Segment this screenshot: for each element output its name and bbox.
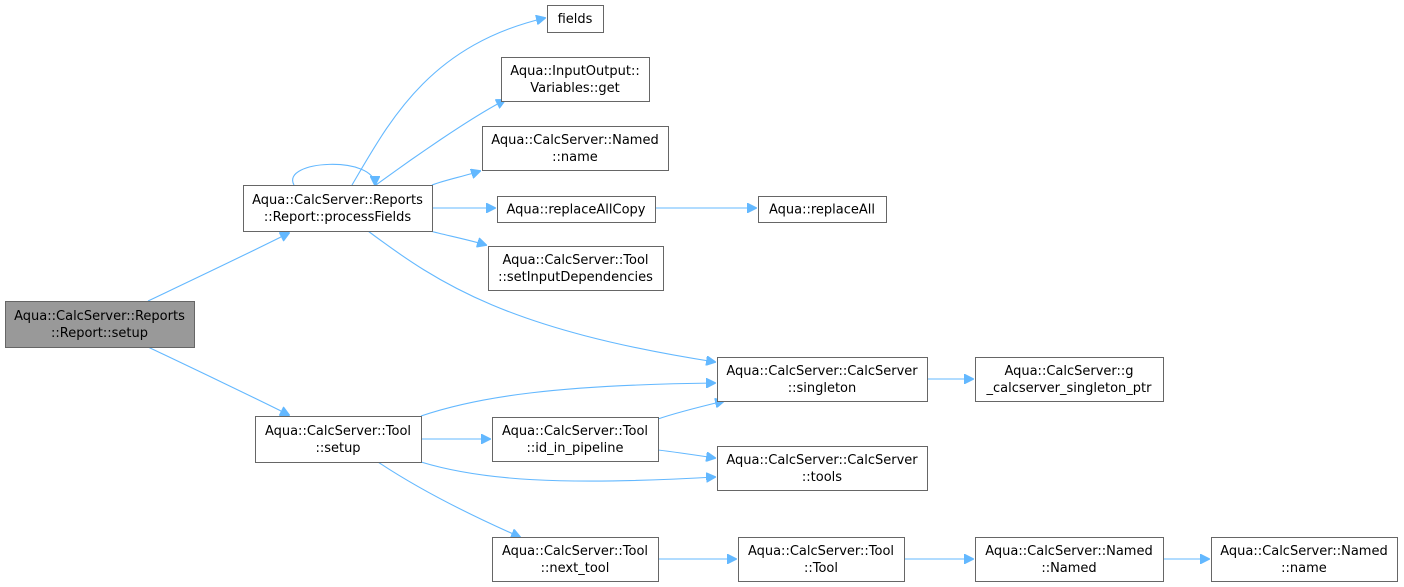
node-label-line: ::name xyxy=(1281,561,1327,576)
node-variables_get[interactable]: Aqua::InputOutput::Variables::get xyxy=(501,57,650,102)
node-label-line: Aqua::CalcServer::Named xyxy=(491,133,658,148)
node-label-line: Aqua::replaceAll xyxy=(769,203,875,218)
node-label-line: ::setInputDependencies xyxy=(498,270,653,285)
node-id_in_pipeline[interactable]: Aqua::CalcServer::Tool::id_in_pipeline xyxy=(492,417,659,462)
node-label-line: Aqua::CalcServer::Named xyxy=(985,544,1152,559)
node-box xyxy=(488,246,664,291)
node-label-line: Aqua::replaceAllCopy xyxy=(506,203,645,218)
node-label-line: ::Named xyxy=(1041,561,1096,576)
node-label-line: Aqua::CalcServer::Tool xyxy=(502,424,648,439)
node-box xyxy=(1211,537,1398,582)
node-label-line: Aqua::CalcServer::Named xyxy=(1220,544,1387,559)
node-label-line: Aqua::CalcServer::Tool xyxy=(502,544,648,559)
edge-processFields-to-processFields xyxy=(292,163,375,185)
node-label-line: Aqua::InputOutput:: xyxy=(510,64,639,79)
edges-layer xyxy=(147,18,1209,559)
edge-processFields-to-named_name1 xyxy=(431,171,480,186)
node-label-line: _calcserver_singleton_ptr xyxy=(986,381,1153,396)
node-box xyxy=(717,357,928,402)
node-setup_root[interactable]: Aqua::CalcServer::Reports::Report::setup xyxy=(5,301,195,348)
node-label-line: Aqua::CalcServer::Tool xyxy=(502,253,648,268)
edge-setup_root-to-tool_setup xyxy=(147,346,289,415)
edge-tool_setup-to-singleton xyxy=(420,383,715,417)
node-box xyxy=(975,357,1164,402)
node-label-line: Aqua::CalcServer::Reports xyxy=(252,193,423,208)
node-label-line: Aqua::CalcServer::g xyxy=(1004,364,1133,379)
node-label-line: Aqua::CalcServer::Reports xyxy=(14,309,185,324)
node-label-line: Aqua::CalcServer::CalcServer xyxy=(726,453,918,468)
node-box xyxy=(975,537,1164,582)
node-named_ctor[interactable]: Aqua::CalcServer::Named::Named xyxy=(975,537,1164,582)
node-processFields[interactable]: Aqua::CalcServer::Reports::Report::proce… xyxy=(243,185,433,232)
node-next_tool[interactable]: Aqua::CalcServer::Tool::next_tool xyxy=(492,537,659,582)
node-setInputDependencies[interactable]: Aqua::CalcServer::Tool::setInputDependen… xyxy=(488,246,664,291)
edge-processFields-to-setInputDependencies xyxy=(429,230,486,245)
node-box xyxy=(255,416,422,463)
node-named_name2[interactable]: Aqua::CalcServer::Named::name xyxy=(1211,537,1398,582)
node-label-line: ::tools xyxy=(802,470,842,485)
node-label-line: Aqua::CalcServer::Tool xyxy=(748,544,894,559)
edge-tool_setup-to-tools xyxy=(420,461,715,481)
node-label-line: ::name xyxy=(552,150,598,165)
node-replaceAll[interactable]: Aqua::replaceAll xyxy=(758,196,887,223)
node-label-line: ::Report::processFields xyxy=(264,210,412,225)
node-tool_setup[interactable]: Aqua::CalcServer::Tool::setup xyxy=(255,416,422,463)
node-named_name1[interactable]: Aqua::CalcServer::Named::name xyxy=(482,126,669,171)
node-box xyxy=(492,417,659,462)
node-box xyxy=(547,5,604,33)
node-label-line: fields xyxy=(558,12,593,27)
node-box xyxy=(501,57,650,102)
edge-processFields-to-singleton xyxy=(367,230,715,362)
nodes-layer: Aqua::CalcServer::Reports::Report::setup… xyxy=(5,5,1398,582)
node-box xyxy=(243,185,433,232)
node-box xyxy=(758,196,887,223)
node-tools[interactable]: Aqua::CalcServer::CalcServer::tools xyxy=(717,446,928,491)
node-replaceAllCopy[interactable]: Aqua::replaceAllCopy xyxy=(497,196,656,223)
edge-processFields-to-variables_get xyxy=(375,100,505,186)
node-fields[interactable]: fields xyxy=(547,5,604,33)
node-box xyxy=(738,537,905,582)
node-singleton[interactable]: Aqua::CalcServer::CalcServer::singleton xyxy=(717,357,928,402)
node-label-line: ::Tool xyxy=(804,561,838,576)
edge-setup_root-to-processFields xyxy=(147,233,289,302)
node-label-line: ::id_in_pipeline xyxy=(526,441,623,456)
node-label-line: ::Report::setup xyxy=(51,326,148,341)
node-tool_ctor[interactable]: Aqua::CalcServer::Tool::Tool xyxy=(738,537,905,582)
node-box xyxy=(717,446,928,491)
node-label-line: Aqua::CalcServer::Tool xyxy=(265,424,411,439)
node-box xyxy=(497,196,656,223)
node-label-line: Aqua::CalcServer::CalcServer xyxy=(726,364,918,379)
edge-id_in_pipeline-to-tools xyxy=(657,449,715,458)
node-g_ptr[interactable]: Aqua::CalcServer::g_calcserver_singleton… xyxy=(975,357,1164,402)
node-label-line: Variables::get xyxy=(530,81,620,96)
node-box xyxy=(5,301,195,348)
node-box xyxy=(492,537,659,582)
node-label-line: ::setup xyxy=(315,441,360,456)
node-label-line: ::next_tool xyxy=(541,561,610,576)
node-label-line: ::singleton xyxy=(788,381,857,396)
edge-tool_setup-to-next_tool xyxy=(377,461,520,537)
node-box xyxy=(482,126,669,171)
edge-id_in_pipeline-to-singleton xyxy=(657,401,724,420)
edge-processFields-to-fields xyxy=(351,18,545,186)
